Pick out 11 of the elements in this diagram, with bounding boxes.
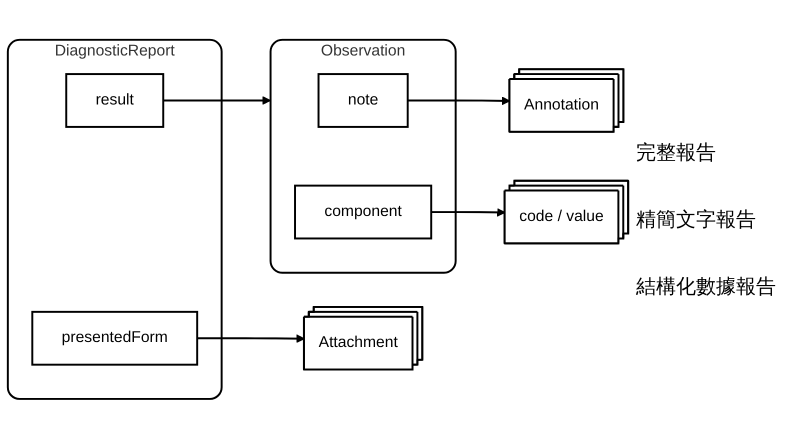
arrow — [163, 96, 271, 105]
node-box: presentedForm — [31, 310, 198, 366]
note-text: 完整報告 — [636, 139, 717, 166]
arrow — [408, 96, 510, 106]
note-text: 精簡文字報告 — [636, 206, 757, 233]
arrow — [197, 334, 305, 344]
node-box: note — [318, 73, 409, 128]
node-box: result — [65, 73, 164, 128]
note-text: 結構化數據報告 — [636, 273, 777, 300]
arrow — [431, 208, 506, 217]
node-box: component — [294, 184, 432, 240]
